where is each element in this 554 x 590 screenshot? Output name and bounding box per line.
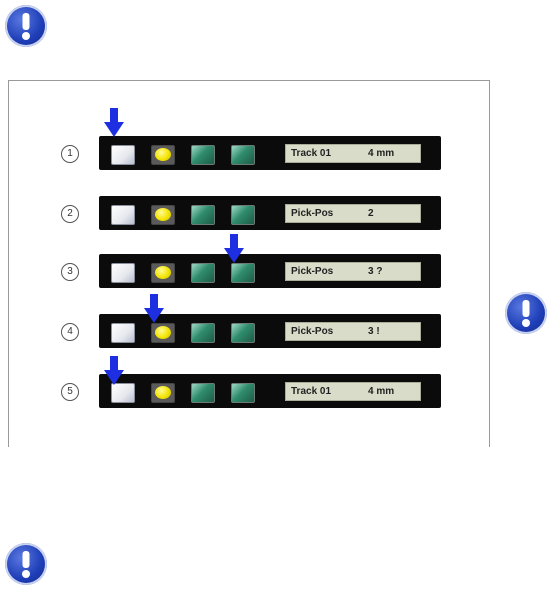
- yellow-key[interactable]: [151, 205, 175, 225]
- green-key-1[interactable]: [191, 205, 215, 225]
- display-value: 4 mm: [368, 145, 394, 162]
- display-value: 4 mm: [368, 383, 394, 400]
- step-number: 1: [61, 145, 79, 163]
- green-key-2[interactable]: [231, 263, 255, 283]
- white-key[interactable]: [111, 145, 135, 165]
- white-key[interactable]: [111, 383, 135, 403]
- display-mode: Pick-Pos: [291, 263, 333, 280]
- yellow-key[interactable]: [151, 145, 175, 165]
- white-key[interactable]: [111, 323, 135, 343]
- display-mode: Track 01: [291, 383, 331, 400]
- control-panel: Track 01 4 mm: [99, 374, 441, 408]
- display-mode: Pick-Pos: [291, 323, 333, 340]
- green-key-1[interactable]: [191, 383, 215, 403]
- display-mode: Track 01: [291, 145, 331, 162]
- step-1: 1 Track 01 4 mm: [9, 133, 489, 173]
- green-key-2[interactable]: [231, 145, 255, 165]
- step-number: 5: [61, 383, 79, 401]
- green-key-2[interactable]: [231, 205, 255, 225]
- green-key-1[interactable]: [191, 145, 215, 165]
- green-key-1[interactable]: [191, 263, 215, 283]
- step-number: 3: [61, 263, 79, 281]
- display-value: 2: [368, 205, 374, 222]
- notice-top-icon: [5, 5, 47, 47]
- display-value: 3 ?: [368, 263, 382, 280]
- panel-display: Pick-Pos 2: [285, 204, 421, 223]
- arrow-down-icon: [224, 234, 244, 264]
- panel-display: Pick-Pos 3 !: [285, 322, 421, 341]
- step-3: 3 Pick-Pos 3 ?: [9, 251, 489, 291]
- panel-display: Pick-Pos 3 ?: [285, 262, 421, 281]
- arrow-down-icon: [104, 356, 124, 386]
- green-key-1[interactable]: [191, 323, 215, 343]
- step-2: 2 Pick-Pos 2: [9, 193, 489, 233]
- step-5: 5 Track 01 4 mm: [9, 371, 489, 411]
- panel-sequence-frame: 1 Track 01 4 mm 2 Pick-Pos 2 3: [8, 80, 490, 447]
- panel-display: Track 01 4 mm: [285, 382, 421, 401]
- yellow-key[interactable]: [151, 383, 175, 403]
- notice-right-icon: [505, 292, 547, 334]
- step-number: 4: [61, 323, 79, 341]
- exclamation-icon: [5, 5, 47, 47]
- control-panel: Pick-Pos 3 ?: [99, 254, 441, 288]
- green-key-2[interactable]: [231, 383, 255, 403]
- green-key-2[interactable]: [231, 323, 255, 343]
- step-4: 4 Pick-Pos 3 !: [9, 311, 489, 351]
- exclamation-icon: [5, 543, 47, 585]
- arrow-down-icon: [104, 108, 124, 138]
- panel-display: Track 01 4 mm: [285, 144, 421, 163]
- yellow-key[interactable]: [151, 263, 175, 283]
- white-key[interactable]: [111, 263, 135, 283]
- exclamation-icon: [505, 292, 547, 334]
- white-key[interactable]: [111, 205, 135, 225]
- control-panel: Pick-Pos 2: [99, 196, 441, 230]
- control-panel: Track 01 4 mm: [99, 136, 441, 170]
- yellow-key[interactable]: [151, 323, 175, 343]
- step-number: 2: [61, 205, 79, 223]
- arrow-down-icon: [144, 294, 164, 324]
- display-mode: Pick-Pos: [291, 205, 333, 222]
- display-value: 3 !: [368, 323, 380, 340]
- notice-bottom-icon: [5, 543, 47, 585]
